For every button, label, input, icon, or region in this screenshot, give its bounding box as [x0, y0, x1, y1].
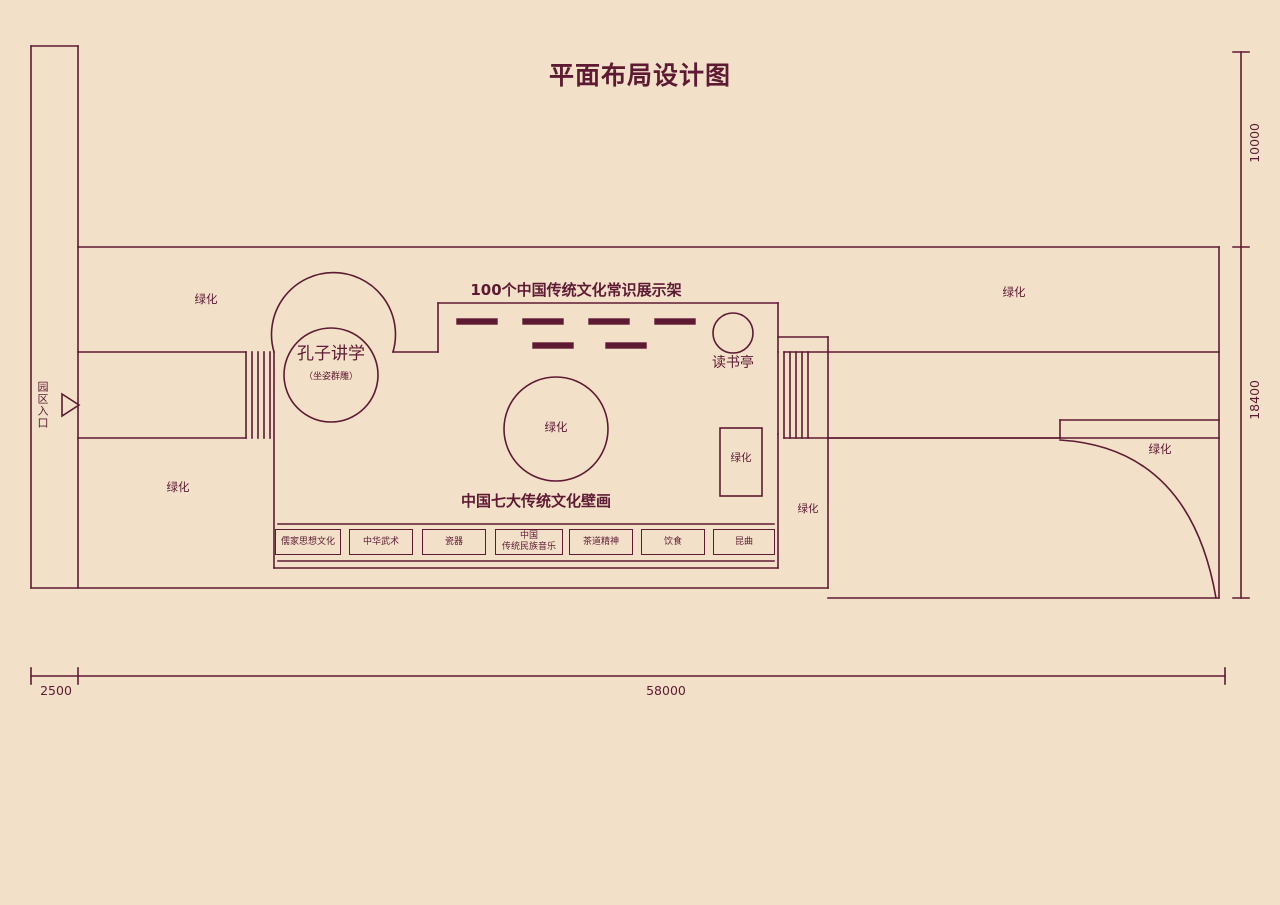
curve-lower-right-green	[1059, 439, 1217, 599]
culture-box-label: 茶道精神	[582, 536, 619, 547]
central-green-circle	[503, 376, 609, 482]
culture-box-martial-arts[interactable]: 中华武术	[349, 529, 413, 555]
pavilion-green-rect	[719, 427, 763, 497]
culture-box-porcelain[interactable]: 瓷器	[422, 529, 486, 555]
culture-box-folk-music[interactable]: 中国 传统民族音乐	[495, 529, 563, 555]
culture-box-kunqu-opera[interactable]: 昆曲	[713, 529, 775, 555]
culture-box-label: 瓷器	[444, 536, 463, 547]
confucius-alcove-arc	[270, 271, 397, 353]
culture-box-label: 儒家思想文化	[280, 536, 335, 547]
confucius-sculpture-circle	[283, 327, 379, 423]
culture-box-confucian[interactable]: 儒家思想文化	[275, 529, 341, 555]
culture-box-tea-ceremony[interactable]: 茶道精神	[569, 529, 633, 555]
culture-box-label: 饮食	[663, 536, 682, 547]
shelf-row-top	[456, 318, 696, 325]
culture-box-cuisine[interactable]: 饮食	[641, 529, 705, 555]
culture-box-label-line2: 传统民族音乐	[501, 542, 556, 552]
culture-box-label: 昆曲	[734, 536, 753, 547]
shelf-row-bottom	[532, 342, 647, 349]
culture-box-label: 中华武术	[362, 536, 399, 547]
reading-pavilion-circle	[712, 312, 754, 354]
entrance-arrow-icon	[61, 392, 81, 418]
culture-box-label-line1: 中国	[519, 531, 538, 542]
